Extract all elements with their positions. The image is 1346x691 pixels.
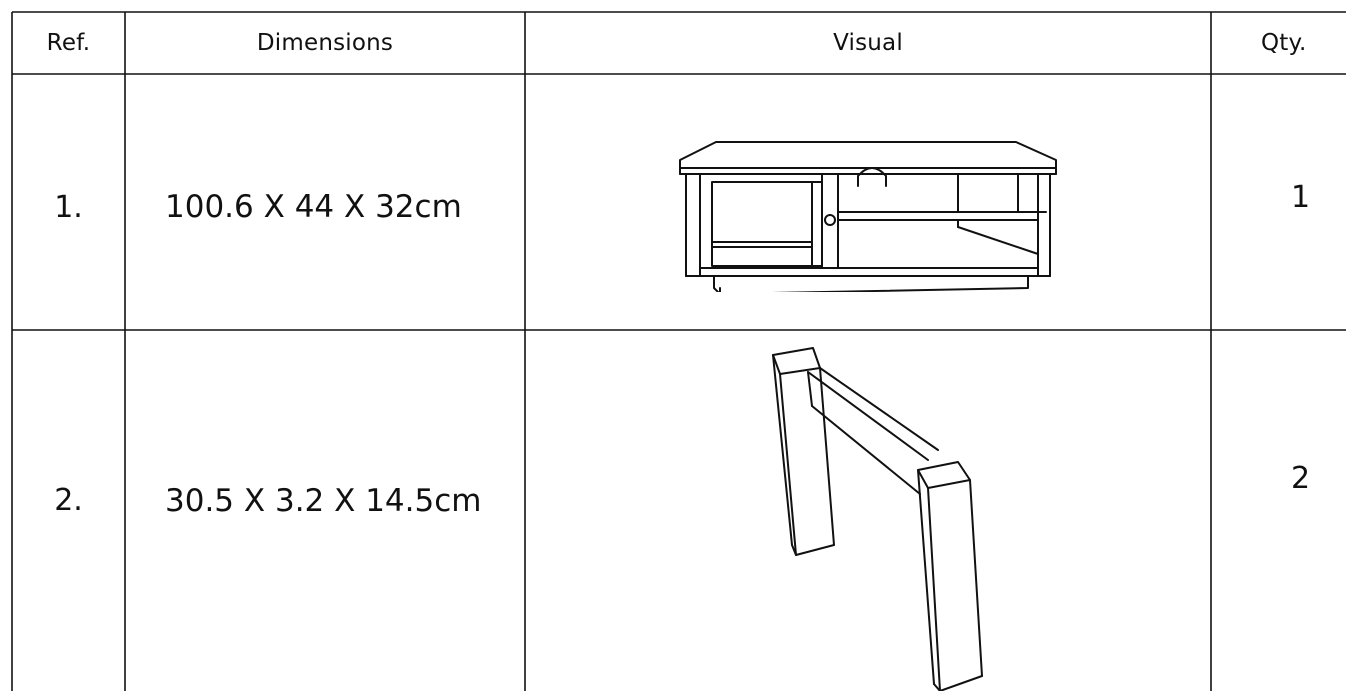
row-2-ref: 2. (54, 483, 83, 518)
row-1-qty: 1 (1291, 179, 1311, 215)
row-2-dimensions: 30.5 X 3.2 X 14.5cm (165, 482, 482, 519)
row-1-dimensions: 100.6 X 44 X 32cm (165, 189, 462, 225)
tv-cabinet-illustration-icon (679, 141, 1057, 292)
leg-frame-illustration-icon (772, 347, 983, 691)
header-ref: Ref. (46, 30, 91, 56)
header-dimensions: Dimensions (256, 30, 394, 56)
row-2-qty: 2 (1291, 460, 1311, 496)
header-visual: Visual (833, 30, 903, 56)
header-qty: Qty. (1261, 30, 1307, 56)
row-1-ref: 1. (54, 189, 83, 225)
row-2-visual (525, 330, 1211, 691)
row-1-visual (525, 74, 1211, 330)
